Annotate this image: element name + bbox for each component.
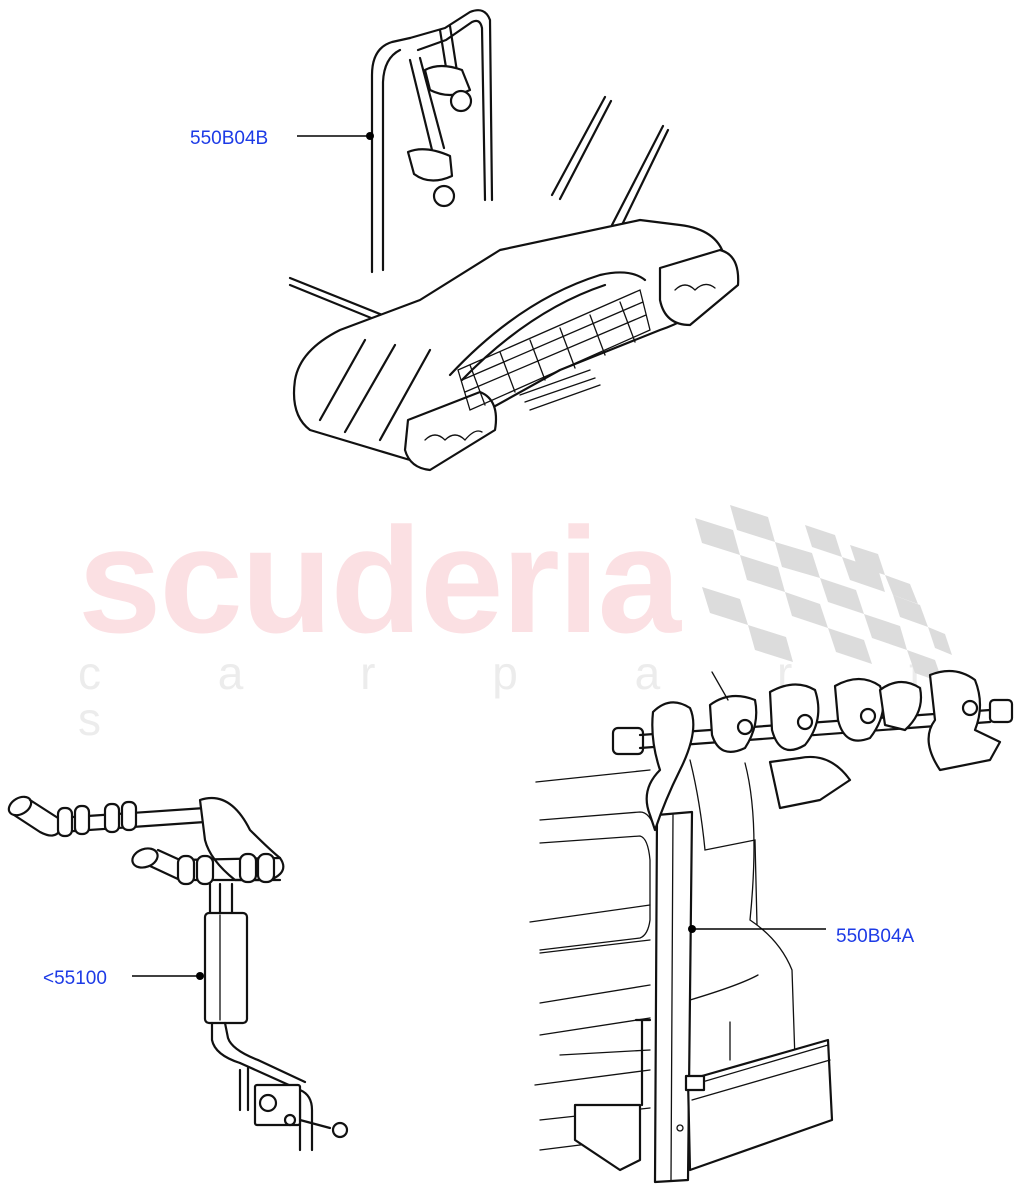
callout-55100[interactable]: <55100 xyxy=(43,968,107,989)
callout-550b04b[interactable]: 550B04B xyxy=(190,128,269,149)
callout-550b04a[interactable]: 550B04A xyxy=(836,926,915,947)
watermark-brand: scuderia xyxy=(78,496,681,664)
